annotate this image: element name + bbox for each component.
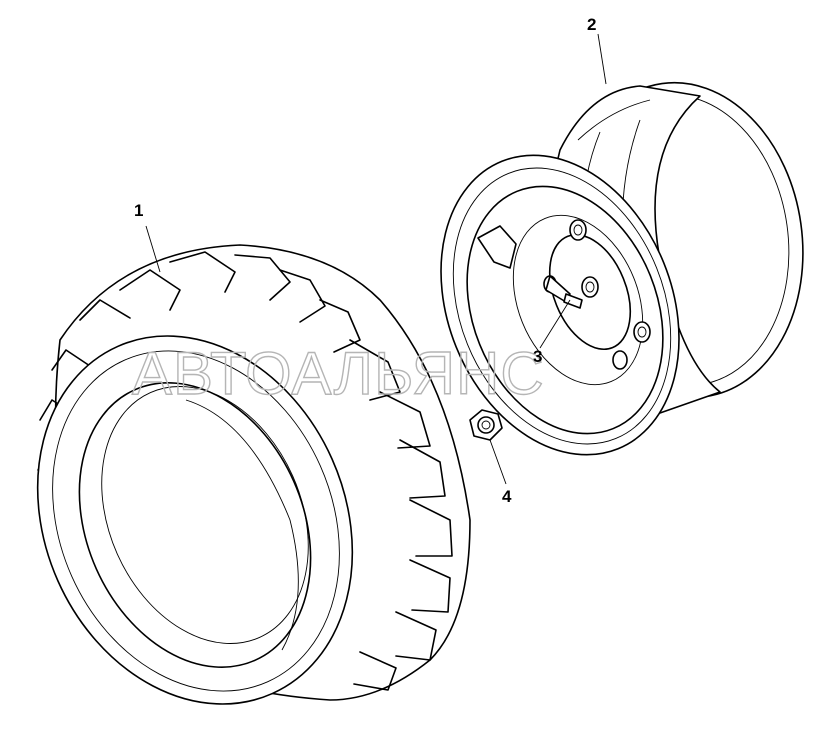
tire (36, 244, 471, 705)
leader-line-1 (145, 225, 161, 273)
wheel-rim (440, 81, 804, 456)
valve-stem (477, 225, 517, 269)
callout-nut: 4 (502, 487, 512, 506)
watermark-text: АВТОАЛЬЯНС (132, 340, 545, 407)
leader-line-3 (539, 299, 571, 349)
callout-rim: 2 (587, 15, 596, 34)
callout-tire: 1 (134, 201, 143, 220)
leader-line-4 (489, 439, 507, 485)
callout-stud: 3 (533, 347, 542, 366)
wheel-nut (469, 409, 503, 441)
wheel-stud (543, 275, 583, 309)
leader-lines (145, 33, 607, 485)
leader-line-2 (597, 33, 607, 85)
